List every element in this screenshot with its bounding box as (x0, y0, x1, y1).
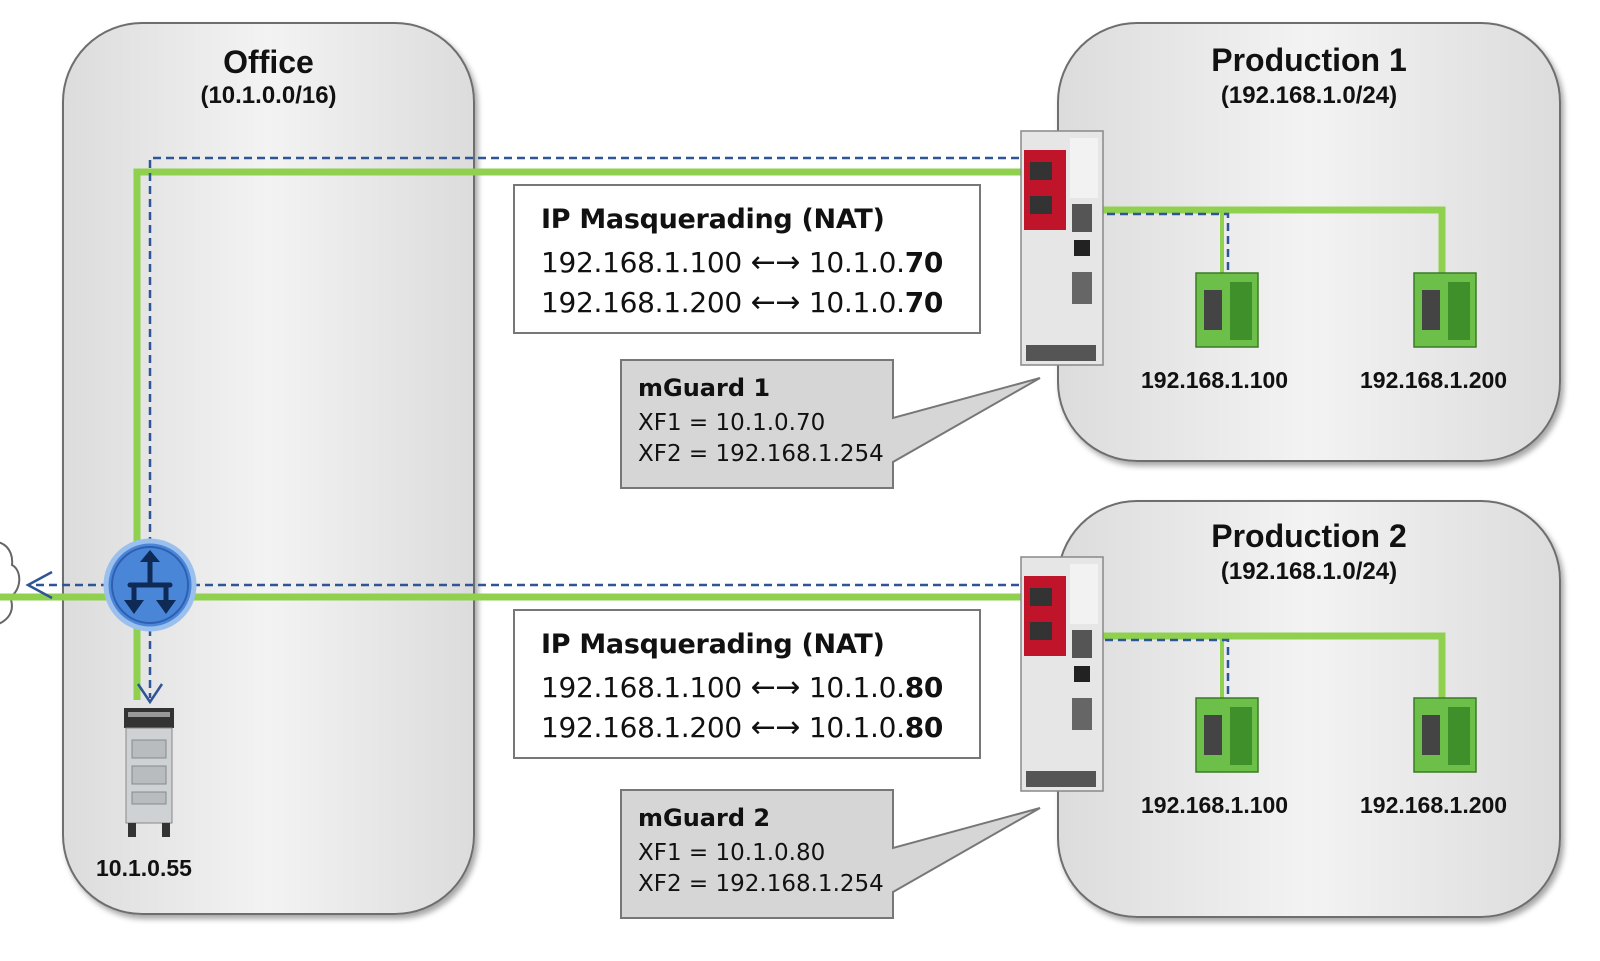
nat-box-2: IP Masquerading (NAT) 192.168.1.100 ←→ 1… (513, 609, 981, 759)
plc-icon (1413, 272, 1477, 348)
p2-device1-ip: 192.168.1.100 (1141, 792, 1289, 818)
link-office-to-mguard1 (133, 168, 1045, 700)
cloud-icon (0, 541, 21, 625)
production2-zone: Production 2 (192.168.1.0/24) (1057, 500, 1561, 918)
mguard2-xf2: XF2 = 192.168.1.254 (638, 871, 884, 897)
production2-subnet: (192.168.1.0/24) (1220, 558, 1398, 585)
link-p1-lan (1055, 206, 1446, 275)
nat2-title: IP Masquerading (NAT) (541, 629, 885, 660)
office-subnet: (10.1.0.0/16) (200, 82, 337, 109)
nat2-row-1: 192.168.1.100 ←→ 10.1.0.80 (541, 670, 944, 705)
dashed-office-to-mguard1 (148, 156, 1045, 698)
nat-box-1: IP Masquerading (NAT) 192.168.1.100 ←→ 1… (513, 184, 981, 334)
mguard2-callout-shape (620, 789, 1041, 919)
mguard2-callout: mGuard 2 XF1 = 10.1.0.80 XF2 = 192.168.1… (638, 804, 884, 900)
bidirectional-arrow-icon: ←→ (750, 670, 801, 705)
plc-icon (1195, 697, 1259, 773)
solid-links (0, 168, 1446, 700)
link-p2-lan (1055, 632, 1446, 700)
nat2-row-2: 192.168.1.200 ←→ 10.1.0.80 (541, 710, 944, 745)
p2-device2-ip: 192.168.1.200 (1360, 792, 1508, 818)
server-icon (124, 708, 174, 837)
nat1-row-2: 192.168.1.200 ←→ 10.1.0.70 (541, 285, 944, 320)
production1-title: Production 1 (1211, 42, 1407, 78)
router-icon (103, 538, 197, 632)
mguard1-callout-shape (620, 359, 1041, 489)
plc-icon (1413, 697, 1477, 773)
plc-icon (1195, 272, 1259, 348)
bidirectional-arrow-icon: ←→ (750, 710, 801, 745)
bidirectional-arrow-icon: ←→ (750, 245, 801, 280)
nat1-title: IP Masquerading (NAT) (541, 204, 885, 235)
p1-device1-ip: 192.168.1.100 (1141, 367, 1289, 393)
mguard1-xf2: XF2 = 192.168.1.254 (638, 441, 884, 467)
mguard-icon (1020, 130, 1104, 366)
arrow-head-server (136, 683, 164, 705)
production2-title: Production 2 (1211, 518, 1407, 554)
mguard1-title: mGuard 1 (638, 374, 771, 402)
production1-zone: Production 1 (192.168.1.0/24) (1057, 22, 1561, 462)
mguard2-title: mGuard 2 (638, 804, 771, 832)
arrow-head-wan (25, 570, 53, 600)
mguard-icon (1020, 556, 1104, 792)
mguard1-xf1: XF1 = 10.1.0.70 (638, 410, 826, 436)
p1-device2-ip: 192.168.1.200 (1360, 367, 1508, 393)
office-server-ip: 10.1.0.55 (96, 855, 192, 881)
bidirectional-arrow-icon: ←→ (750, 285, 801, 320)
mguard1-callout: mGuard 1 XF1 = 10.1.0.70 XF2 = 192.168.1… (638, 374, 884, 470)
nat1-row-1: 192.168.1.100 ←→ 10.1.0.70 (541, 245, 944, 280)
mguard2-xf1: XF1 = 10.1.0.80 (638, 840, 826, 866)
production1-subnet: (192.168.1.0/24) (1220, 82, 1398, 109)
office-title: Office (223, 44, 314, 80)
